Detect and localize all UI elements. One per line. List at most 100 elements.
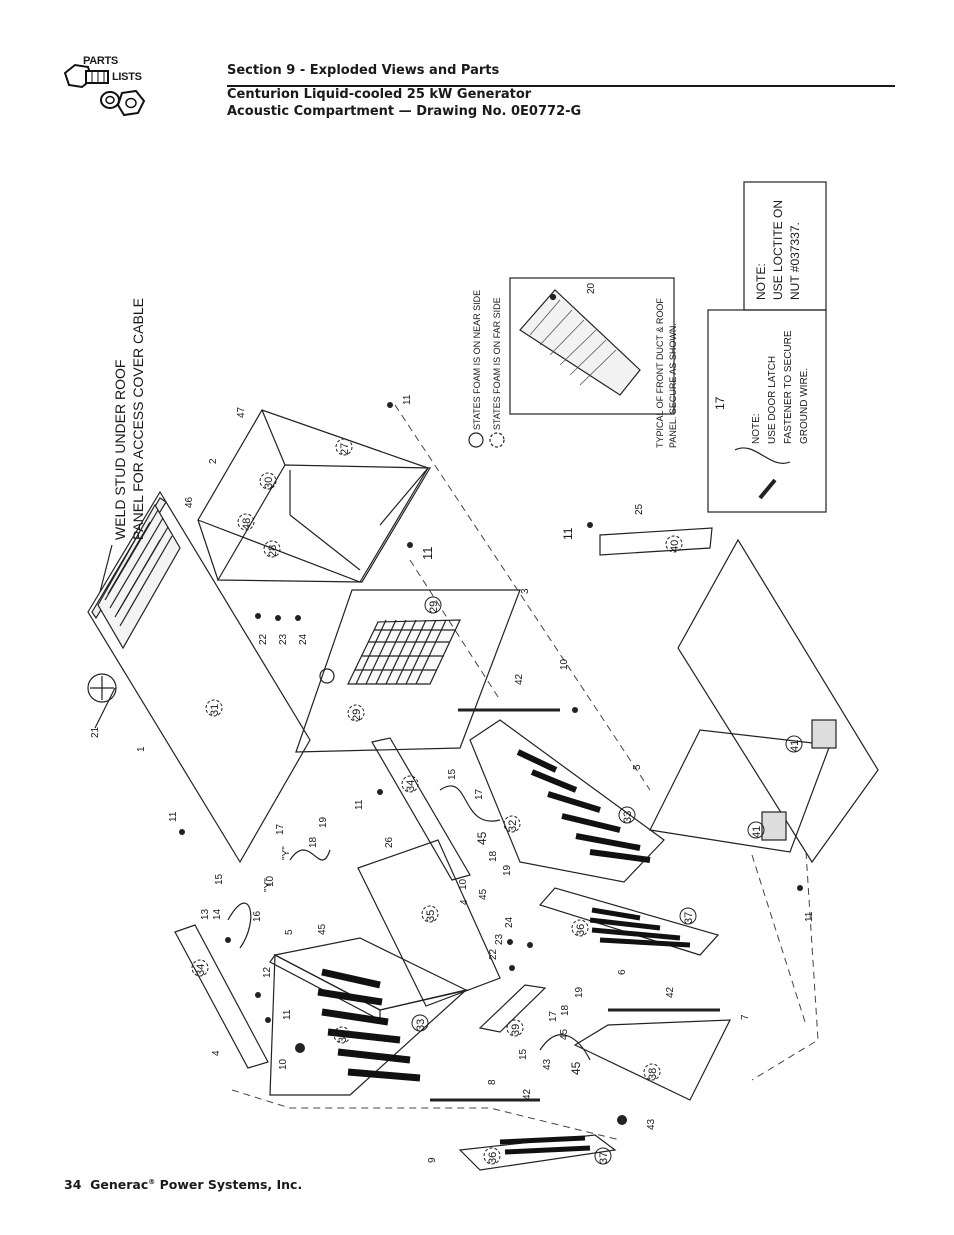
loctite-note-box bbox=[743, 181, 827, 311]
foam-number: 33 bbox=[622, 811, 634, 823]
baffle-39 bbox=[478, 984, 547, 1033]
foam-number: 37 bbox=[683, 912, 695, 924]
part-number: 18 bbox=[560, 1004, 571, 1016]
baffle-34-lower bbox=[174, 924, 269, 1069]
wire-17-lower bbox=[539, 1034, 591, 1061]
foam-number: 41 bbox=[789, 740, 801, 752]
y-label-lower: "Y" bbox=[263, 878, 274, 892]
part-number: 6 bbox=[617, 969, 628, 975]
part-number: 24 bbox=[504, 916, 515, 928]
leader-21 bbox=[94, 687, 116, 729]
part-number: 10 bbox=[265, 875, 276, 887]
roof-vent-grille bbox=[97, 503, 181, 650]
part-number: 12 bbox=[262, 966, 273, 978]
part-number: 18 bbox=[488, 850, 499, 862]
wire-15-upper bbox=[439, 785, 501, 822]
part-number: 4 bbox=[459, 899, 470, 905]
duct-foam-detail bbox=[519, 289, 641, 396]
part-number: 46 bbox=[184, 496, 195, 508]
legend-far-text: STATES FOAM IS ON FAR SIDE bbox=[492, 297, 502, 430]
weld-note-line2: PANEL FOR ACCESS COVER CABLE bbox=[130, 298, 146, 540]
part-number: 11 bbox=[354, 799, 365, 810]
part-number: 23 bbox=[278, 633, 289, 645]
part-number: 5 bbox=[632, 764, 643, 770]
grille-41-upper bbox=[811, 719, 837, 749]
leader-weld-note bbox=[99, 544, 113, 593]
part-number: 15 bbox=[447, 768, 458, 780]
foam-callout: 29 bbox=[424, 596, 442, 614]
part-number: 19 bbox=[318, 816, 329, 828]
foam-callout: 31 bbox=[205, 699, 223, 717]
foam-callout: 32 bbox=[503, 815, 521, 833]
door-5-louvers bbox=[516, 749, 651, 863]
part-number: 42 bbox=[514, 673, 525, 685]
part-number: 1 bbox=[136, 746, 147, 752]
foam-number: 39 bbox=[510, 1024, 522, 1036]
rear-panel-3 bbox=[295, 589, 521, 753]
part-number: 22 bbox=[258, 633, 269, 645]
part-number: 25 bbox=[634, 503, 645, 515]
part-number: 11 bbox=[420, 547, 435, 561]
foam-number: 30 bbox=[263, 477, 275, 489]
foam-callout: 34 bbox=[191, 959, 209, 977]
foam-callout: 33 bbox=[411, 1014, 429, 1032]
part-number: 43 bbox=[542, 1058, 553, 1070]
foam-callout: 48 bbox=[237, 513, 255, 531]
part-number: 45 bbox=[317, 923, 328, 935]
foam-callout: 40 bbox=[665, 535, 683, 553]
part-number: 13 bbox=[200, 908, 211, 920]
foam-number-labels: 27 28 29 29 30 31 32 32 33 33 34 34 35 3… bbox=[191, 438, 803, 1165]
page-header: Section 9 - Exploded Views and Parts Cen… bbox=[227, 62, 581, 120]
foam-number: 36 bbox=[575, 924, 587, 936]
assembly-guide-lines bbox=[231, 404, 819, 1141]
engine-enclosure-box bbox=[649, 729, 831, 853]
part-number: 21 bbox=[90, 726, 101, 738]
foam-number: 32 bbox=[507, 820, 519, 832]
foam-callout: 38 bbox=[643, 1063, 661, 1081]
foam-callout: 37 bbox=[679, 907, 697, 925]
part-number: 18 bbox=[308, 836, 319, 848]
bolt-nut-washer-icon bbox=[63, 63, 146, 117]
duct-note-line1: TYPICAL OF FRONT DUCT & ROOF bbox=[655, 298, 665, 448]
loctite-note-line1: NOTE: bbox=[754, 263, 768, 300]
foam-number: 41 bbox=[751, 826, 763, 838]
part-number: 11 bbox=[282, 1009, 293, 1020]
foam-callout: 41 bbox=[747, 821, 765, 839]
foam-number: 48 bbox=[241, 518, 253, 530]
part-number: 22 bbox=[488, 948, 499, 960]
foam-callout: 30 bbox=[259, 472, 277, 490]
part-number: 8 bbox=[487, 1079, 498, 1085]
drawing-title-line1: Centurion Liquid-cooled 25 kW Generator bbox=[227, 87, 532, 102]
plate-25 bbox=[599, 527, 713, 556]
panel-7 bbox=[573, 1019, 731, 1101]
foam-number: 27 bbox=[339, 443, 351, 455]
part-number: 26 bbox=[384, 836, 395, 848]
part-number: 4 bbox=[211, 1050, 222, 1056]
part-number: 15 bbox=[518, 1048, 529, 1060]
part-number: 10 bbox=[458, 878, 469, 890]
grille-41-lower bbox=[761, 811, 787, 841]
foam-number: 29 bbox=[351, 709, 363, 721]
part-number: 11 bbox=[402, 394, 413, 405]
company-name: Generac bbox=[90, 1177, 149, 1192]
drawing-title-line2: Acoustic Compartment — Drawing No. 0E077… bbox=[227, 104, 582, 119]
baffle-34-upper bbox=[371, 737, 471, 881]
page-footer: 34 Generac® Power Systems, Inc. bbox=[64, 1177, 302, 1192]
foam-callout: 37 bbox=[594, 1147, 612, 1165]
base-frame bbox=[677, 538, 879, 864]
foam-number: 35 bbox=[425, 910, 437, 922]
latch-note-line1: NOTE: bbox=[751, 413, 762, 444]
section-title: Section 9 - Exploded Views and Parts bbox=[227, 63, 500, 78]
foam-callout: 41 bbox=[785, 735, 803, 753]
part-number: 7 bbox=[740, 1014, 751, 1020]
part-number: 47 bbox=[236, 406, 247, 418]
foam-callout: 35 bbox=[421, 905, 439, 923]
part-number: 42 bbox=[665, 986, 676, 998]
part-number-labels: 1 2 3 4 4 5 5 6 7 8 9 10 10 10 10 11 11 … bbox=[90, 282, 815, 1163]
foam-callout: 29 bbox=[347, 704, 365, 722]
part-number: 5 bbox=[284, 929, 295, 935]
foam-far-side-symbol bbox=[489, 432, 505, 448]
part-number: 17 bbox=[474, 788, 485, 800]
foam-number: 40 bbox=[669, 540, 681, 552]
